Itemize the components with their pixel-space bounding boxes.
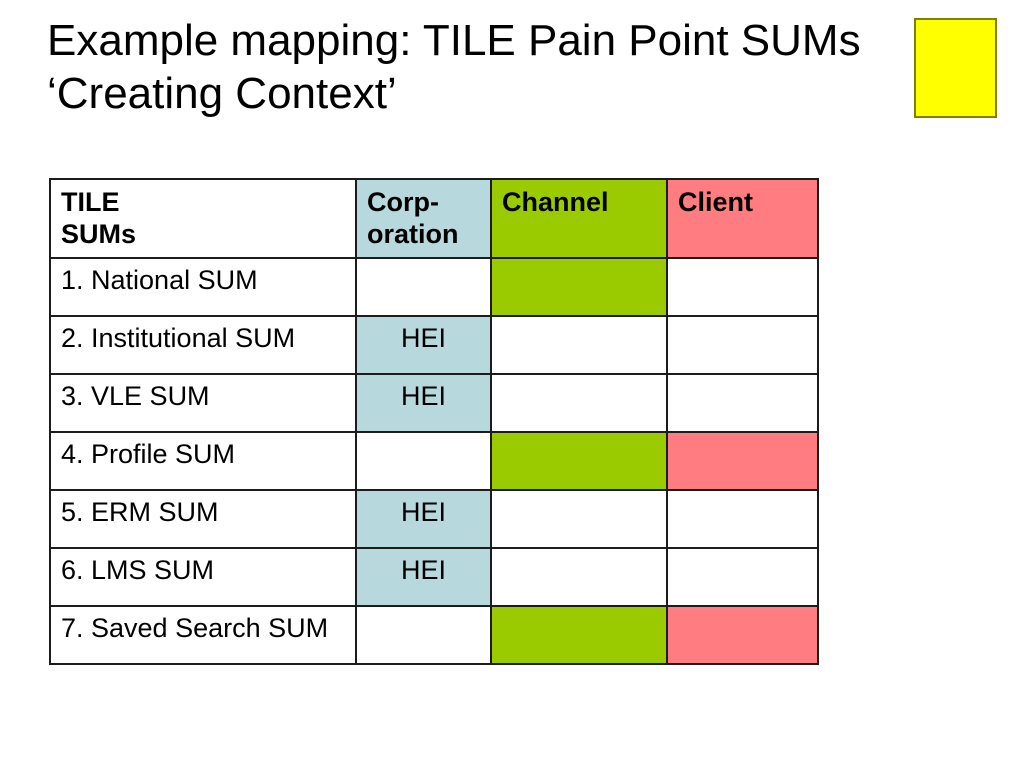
- channel-cell: [490, 314, 668, 375]
- client-cell: [666, 604, 819, 665]
- corporation-cell: HEI: [355, 372, 492, 433]
- client-cell: [666, 430, 819, 491]
- corporation-cell: HEI: [355, 546, 492, 607]
- yellow-highlight-rectangle: [914, 18, 997, 118]
- table-row-national-sum: 1. National SUM: [49, 256, 819, 317]
- table-row-profile-sum: 4. Profile SUM: [49, 430, 819, 491]
- channel-cell: [490, 372, 668, 433]
- channel-cell: [490, 546, 668, 607]
- header-channel: Channel: [490, 178, 668, 259]
- row-label: 7. Saved Search SUM: [49, 604, 357, 665]
- header-tile-sums: TILE SUMs: [49, 178, 357, 259]
- channel-cell: [490, 256, 668, 317]
- row-label: 4. Profile SUM: [49, 430, 357, 491]
- slide-title: Example mapping: TILE Pain Point SUMs ‘C…: [47, 14, 907, 120]
- corporation-cell: HEI: [355, 314, 492, 375]
- table-row-erm-sum: 5. ERM SUM HEI: [49, 488, 819, 549]
- table-row-institutional-sum: 2. Institutional SUM HEI: [49, 314, 819, 375]
- table-row-saved-search-sum: 7. Saved Search SUM: [49, 604, 819, 665]
- slide-title-line2: ‘Creating Context’: [47, 69, 397, 118]
- row-label: 5. ERM SUM: [49, 488, 357, 549]
- client-cell: [666, 256, 819, 317]
- client-cell: [666, 372, 819, 433]
- table-header-row: TILE SUMs Corp- oration Channel Client: [49, 178, 819, 259]
- channel-cell: [490, 488, 668, 549]
- client-cell: [666, 314, 819, 375]
- row-label: 2. Institutional SUM: [49, 314, 357, 375]
- sum-mapping-table: TILE SUMs Corp- oration Channel Client 1…: [49, 178, 819, 665]
- corporation-cell: HEI: [355, 488, 492, 549]
- header-client: Client: [666, 178, 819, 259]
- corporation-cell: [355, 604, 492, 665]
- row-label: 1. National SUM: [49, 256, 357, 317]
- slide-title-line1: Example mapping: TILE Pain Point SUMs: [47, 16, 861, 65]
- corporation-cell: [355, 430, 492, 491]
- client-cell: [666, 488, 819, 549]
- client-cell: [666, 546, 819, 607]
- channel-cell: [490, 604, 668, 665]
- table-row-lms-sum: 6. LMS SUM HEI: [49, 546, 819, 607]
- row-label: 6. LMS SUM: [49, 546, 357, 607]
- table-row-vle-sum: 3. VLE SUM HEI: [49, 372, 819, 433]
- channel-cell: [490, 430, 668, 491]
- corporation-cell: [355, 256, 492, 317]
- row-label: 3. VLE SUM: [49, 372, 357, 433]
- header-corporation: Corp- oration: [355, 178, 492, 259]
